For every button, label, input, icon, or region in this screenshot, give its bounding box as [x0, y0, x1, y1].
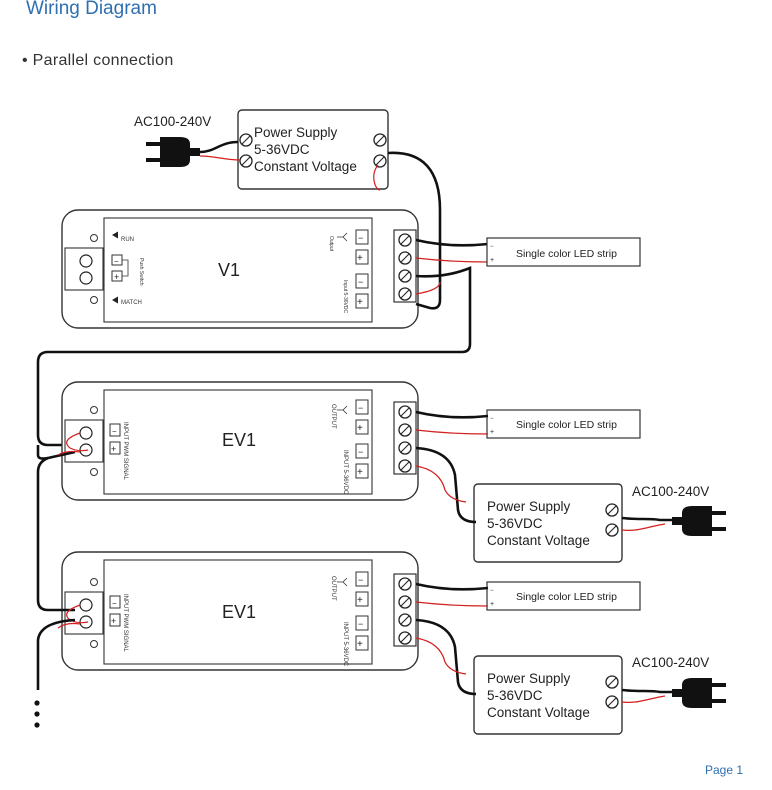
svg-text:Power Supply: Power Supply: [487, 671, 571, 686]
ac-plug-icon: [146, 137, 200, 167]
svg-text:+: +: [357, 297, 363, 308]
v1-input-label: Input 5-36VDC: [342, 280, 348, 313]
svg-text:EV1: EV1: [222, 602, 256, 622]
svg-text:−: −: [358, 575, 363, 585]
svg-text:−: −: [112, 599, 117, 608]
v1-output-label: Output: [328, 236, 334, 252]
svg-text:−: −: [490, 416, 494, 422]
svg-text:OUTPUT: OUTPUT: [330, 576, 336, 601]
section-heading: • Parallel connection: [22, 52, 174, 69]
svg-text:+: +: [490, 601, 494, 608]
led-strip-1: − + Single color LED strip: [486, 237, 641, 267]
svg-text:−: −: [358, 277, 363, 287]
svg-text:Constant Voltage: Constant Voltage: [487, 705, 590, 720]
ev1-model-name: EV1: [222, 430, 256, 450]
svg-text:INPUT PWM SIGNAL: INPUT PWM SIGNAL: [122, 594, 128, 653]
svg-text:AC100-240V: AC100-240V: [632, 484, 709, 499]
svg-text:−: −: [490, 588, 494, 594]
continuation-dots: [34, 700, 40, 728]
power-supply-label: Power Supply: [254, 125, 338, 140]
power-supply-type: Constant Voltage: [254, 159, 357, 174]
ac-plug-icon: [672, 506, 726, 536]
svg-text:−: −: [114, 257, 119, 266]
svg-text:Single color LED strip: Single color LED strip: [516, 591, 617, 603]
power-supply-top: Power Supply 5-36VDC Constant Voltage: [237, 109, 389, 190]
match-indicator-label: MATCH: [121, 300, 142, 306]
svg-text:+: +: [357, 639, 363, 650]
svg-text:−: −: [490, 244, 494, 250]
run-indicator-label: RUN: [121, 237, 134, 243]
power-supply-voltage: 5-36VDC: [254, 142, 310, 157]
svg-text:+: +: [490, 429, 494, 436]
v1-controller: RUN MATCH − + Push Switch V1 Output Inpu…: [61, 209, 419, 329]
led-strip-3: − + Single color LED strip: [486, 581, 641, 611]
svg-text:−: −: [112, 427, 117, 436]
svg-text:−: −: [358, 619, 363, 629]
ac-plug-icon: [672, 678, 726, 708]
svg-text:+: +: [111, 616, 116, 626]
led-strip-2: − + Single color LED strip: [486, 409, 641, 439]
led-strip-label: Single color LED strip: [516, 248, 617, 260]
svg-text:Single color LED strip: Single color LED strip: [516, 419, 617, 431]
push-switch-label: Push Switch: [138, 258, 144, 286]
svg-text:+: +: [357, 595, 363, 606]
svg-text:−: −: [358, 403, 363, 413]
svg-text:−: −: [358, 447, 363, 457]
svg-text:−: −: [358, 233, 363, 243]
ev1-signal-label: INPUT PWM SIGNAL: [122, 422, 128, 481]
page-title: Wiring Diagram: [26, 0, 157, 19]
svg-text:AC100-240V: AC100-240V: [632, 655, 709, 670]
svg-text:Power Supply: Power Supply: [487, 499, 571, 514]
svg-text:Constant Voltage: Constant Voltage: [487, 533, 590, 548]
svg-text:+: +: [114, 272, 119, 282]
ev1-input-label: INPUT 5-36VDC: [342, 450, 348, 495]
v1-model-name: V1: [218, 260, 240, 280]
ac-input-label: AC100-240V: [134, 114, 211, 129]
svg-text:+: +: [357, 253, 363, 264]
svg-text:INPUT 5-36VDC: INPUT 5-36VDC: [342, 622, 348, 667]
svg-text:5-36VDC: 5-36VDC: [487, 688, 543, 703]
svg-text:+: +: [357, 423, 363, 434]
power-supply-3: Power Supply 5-36VDC Constant Voltage: [473, 655, 623, 735]
svg-text:+: +: [490, 257, 494, 264]
svg-text:+: +: [111, 444, 116, 454]
power-supply-2: Power Supply 5-36VDC Constant Voltage: [473, 483, 623, 563]
ev1-output-label: OUTPUT: [330, 404, 336, 429]
ev1-controller-1: − + INPUT PWM SIGNAL EV1 OUTPUT INPUT 5-…: [61, 381, 419, 501]
svg-text:+: +: [357, 467, 363, 478]
page-number: Page 1: [705, 763, 744, 777]
ev1-controller-2: − + INPUT PWM SIGNAL EV1 OUTPUT INPUT 5-…: [61, 551, 419, 671]
svg-text:5-36VDC: 5-36VDC: [487, 516, 543, 531]
